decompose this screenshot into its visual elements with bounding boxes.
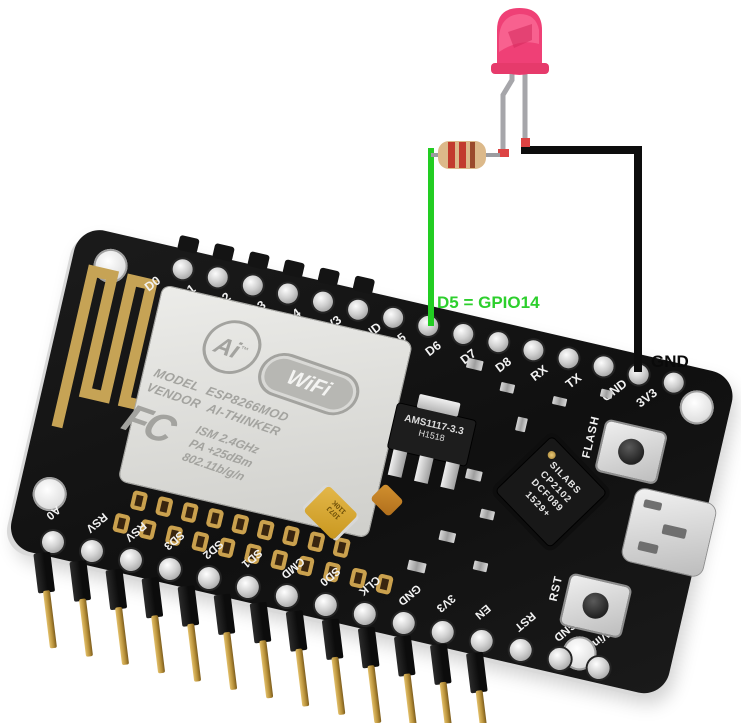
resistor-band	[448, 142, 455, 168]
lead-tip	[521, 138, 530, 147]
lead-tip	[498, 149, 509, 157]
ground-wire-black	[521, 146, 642, 372]
resistor-band	[459, 142, 466, 168]
wifi-antenna-icon	[51, 264, 177, 429]
led-chip-shadow	[508, 24, 532, 48]
led-base-flange	[491, 63, 549, 74]
gnd-annotation: GND	[651, 352, 689, 371]
resistor-band	[470, 142, 475, 168]
nodemcu-board: D0 D1 D2 D3 D4 3V3 GND D5 D6 D7 D8 RX TX…	[5, 225, 738, 699]
led-anode-leg	[500, 70, 515, 152]
d5-gpio14-annotation: D5 = GPIO14	[437, 293, 540, 312]
